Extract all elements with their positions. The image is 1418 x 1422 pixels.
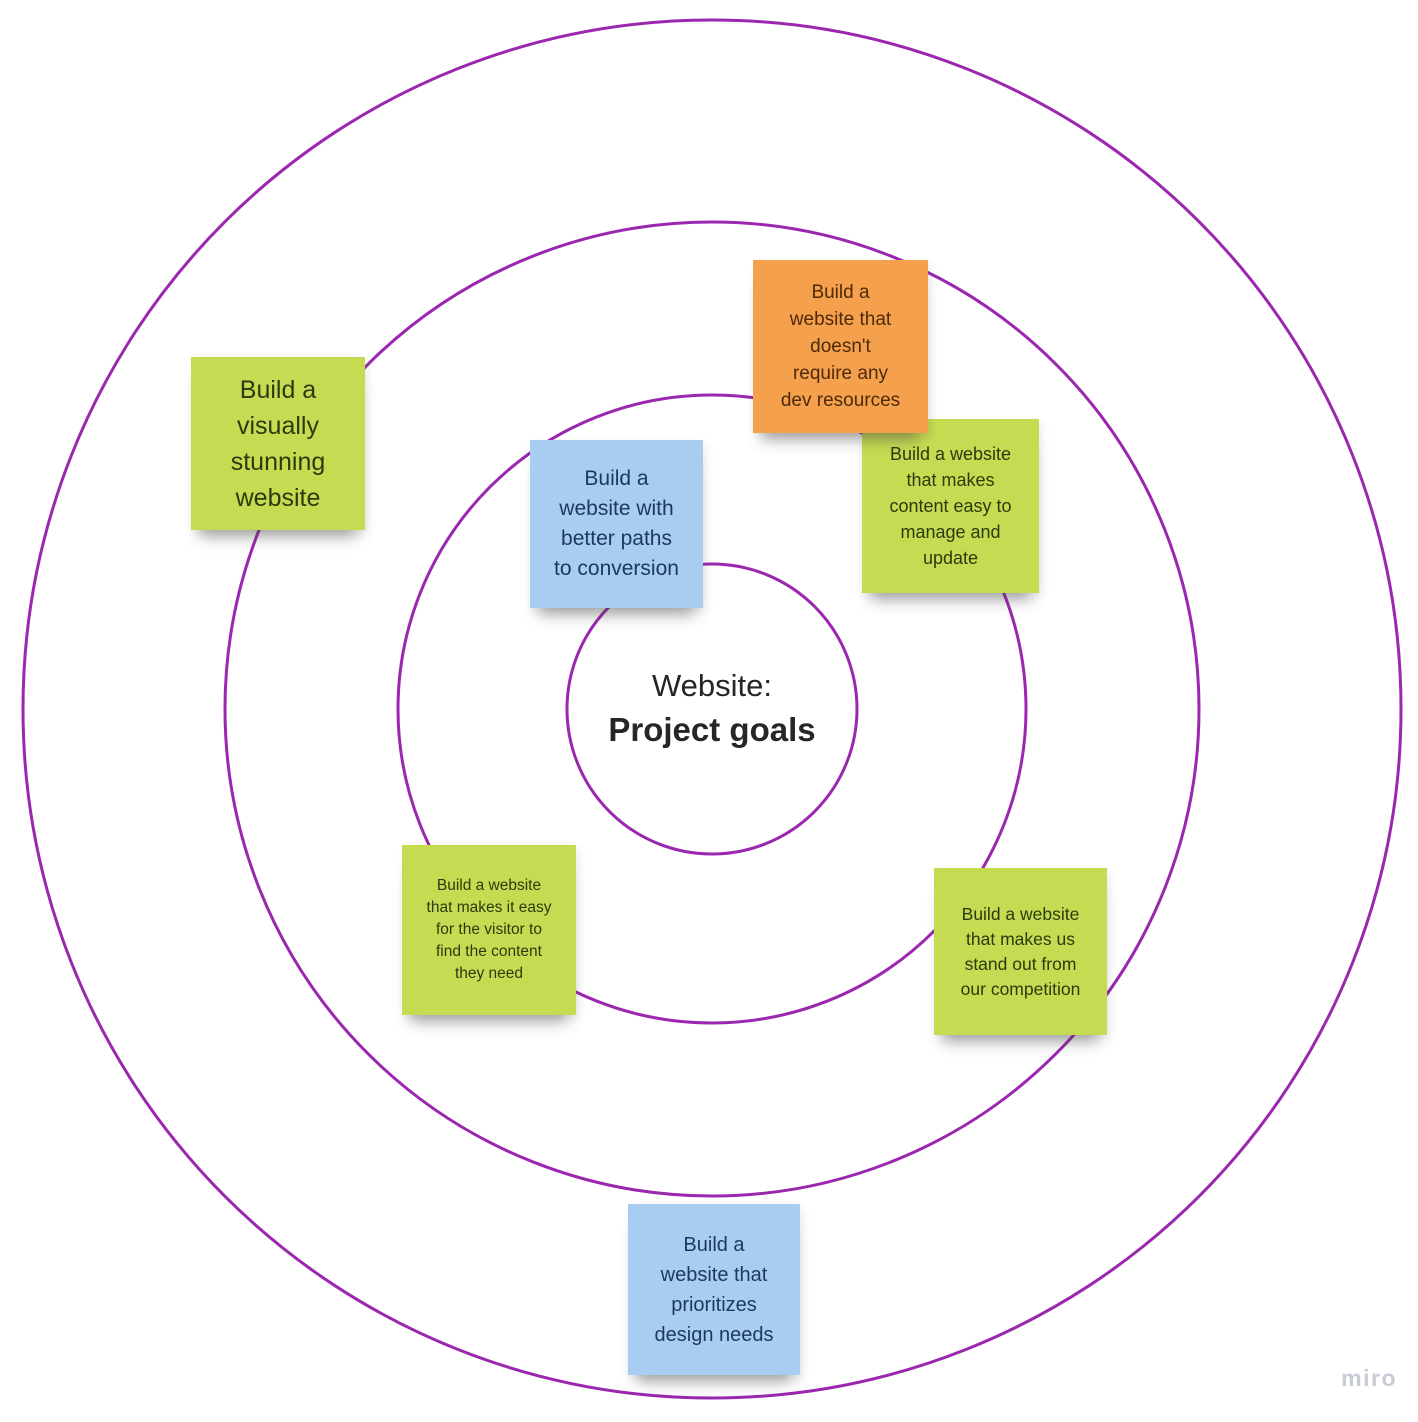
sticky-note-stand-out[interactable]: Build a website that makes us stand out … xyxy=(934,868,1107,1035)
sticky-note-paths-conversion[interactable]: Build a website with better paths to con… xyxy=(530,440,703,608)
sticky-note-text: Build a visually stunning website xyxy=(230,375,326,512)
sticky-note-text: Build a website that makes it easy for t… xyxy=(426,877,552,982)
sticky-note-text: Build a website that doesn't require any… xyxy=(780,282,901,411)
sticky-note-text: Build a website that prioritizes design … xyxy=(654,1233,774,1346)
sticky-note-visually-stunning[interactable]: Build a visually stunning website xyxy=(191,357,365,530)
ring-outer[interactable] xyxy=(21,18,1403,1400)
center-goal-subtitle: Project goals xyxy=(608,711,816,748)
center-goal-title: Website: xyxy=(651,668,773,703)
sticky-note-dev-resources[interactable]: Build a website that doesn't require any… xyxy=(753,260,928,433)
ring-third[interactable] xyxy=(223,220,1201,1198)
center-goal-label[interactable]: Website: Project goals xyxy=(608,664,815,752)
miro-watermark: miro xyxy=(1341,1365,1397,1391)
ring-second[interactable] xyxy=(396,393,1028,1025)
sticky-note-text: Build a website that makes us stand out … xyxy=(960,903,1081,999)
sticky-note-content-manage[interactable]: Build a website that makes content easy … xyxy=(862,419,1039,593)
sticky-note-text: Build a website that makes content easy … xyxy=(889,444,1012,568)
sticky-note-find-content[interactable]: Build a website that makes it easy for t… xyxy=(402,845,576,1015)
sticky-note-design-needs[interactable]: Build a website that prioritizes design … xyxy=(628,1204,800,1375)
sticky-note-text: Build a website with better paths to con… xyxy=(554,467,679,580)
ring-center[interactable] xyxy=(565,562,859,856)
